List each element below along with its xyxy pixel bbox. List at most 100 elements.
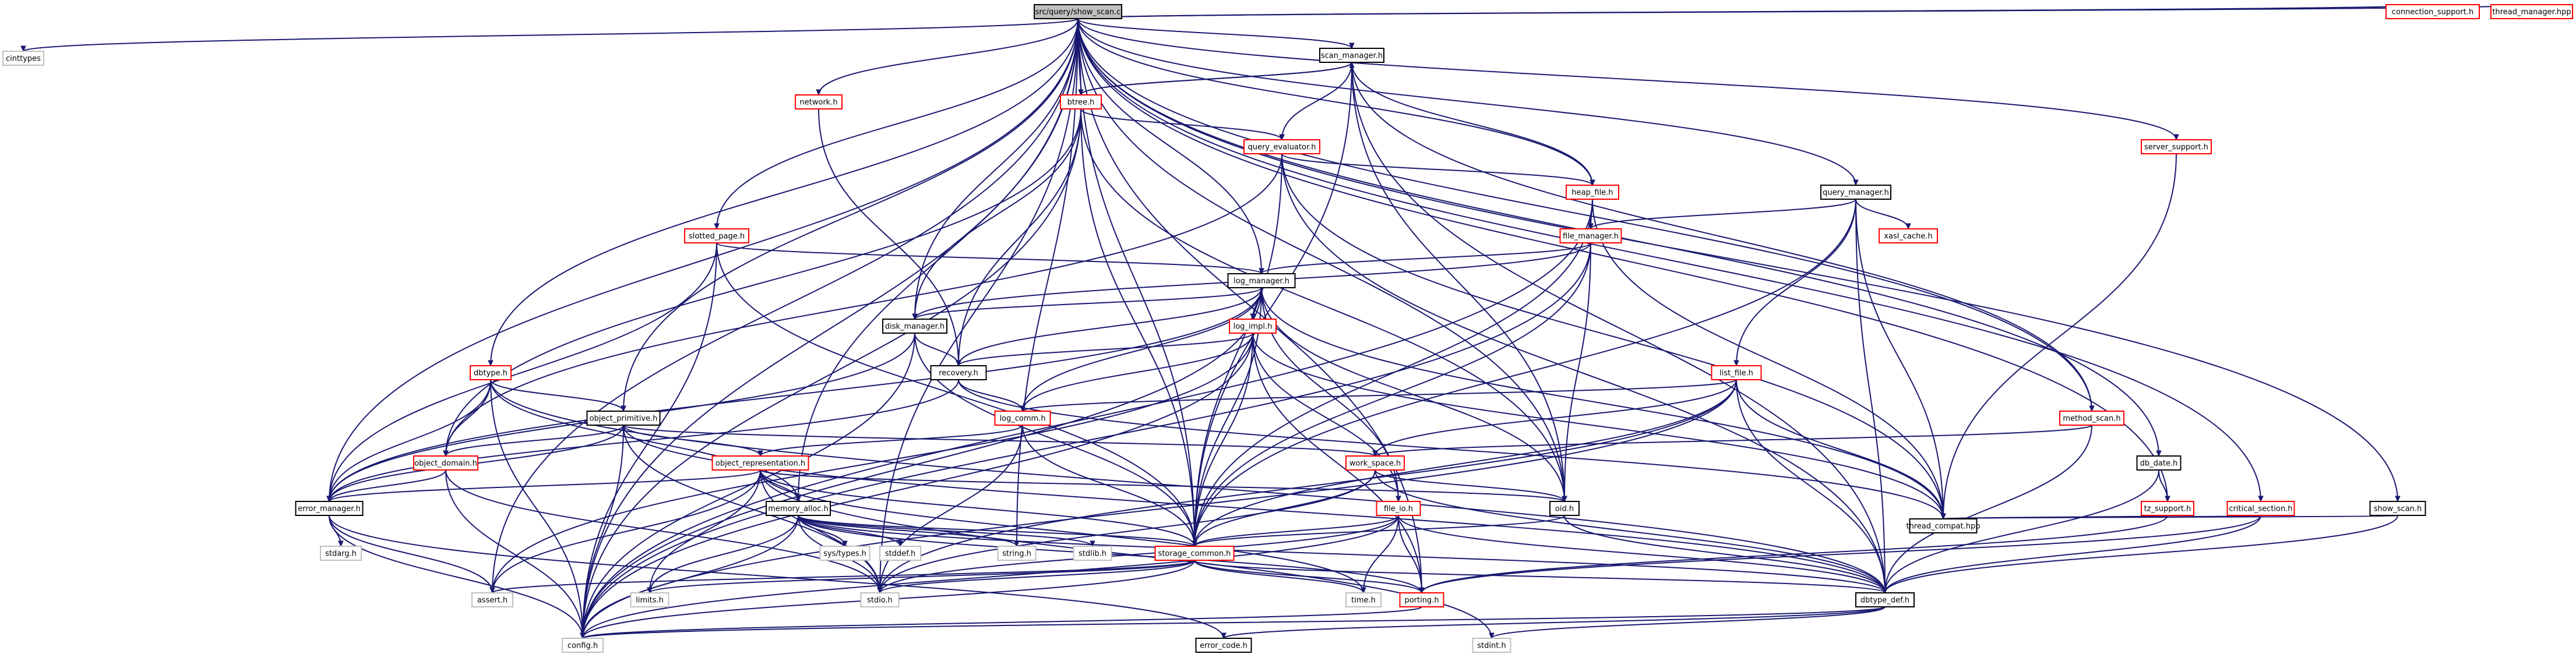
node-slotted-page[interactable]: slotted_page.h: [684, 228, 749, 243]
edge-layer: [20, 3, 2535, 639]
node-dbtype-def[interactable]: dbtype_def.h: [1855, 592, 1915, 607]
node-stdarg[interactable]: stdarg.h: [320, 546, 362, 561]
edge-slotted_page-to-error_manager: [329, 242, 717, 502]
node-config[interactable]: config.h: [562, 638, 604, 653]
node-network[interactable]: network.h: [795, 94, 843, 109]
edge-root-to-scan_manager: [1077, 18, 1352, 49]
edge-query_evaluator-to-thread_compat: [1281, 153, 1944, 519]
edge-object_representation-to-assert: [492, 469, 761, 593]
node-query-evaluator[interactable]: query_evaluator.h: [1243, 139, 1320, 154]
node-connection-support[interactable]: connection_support.h: [2385, 4, 2480, 19]
node-server-support[interactable]: server_support.h: [2141, 139, 2212, 154]
node-critical-section[interactable]: critical_section.h: [2226, 501, 2295, 516]
node-limits[interactable]: limits.h: [630, 592, 669, 607]
node-thread-manager[interactable]: thread_manager.hpp: [2490, 4, 2573, 19]
node-root[interactable]: src/query/show_scan.c: [1034, 4, 1122, 19]
node-log-impl[interactable]: log_impl.h: [1229, 319, 1277, 334]
node-box: [711, 455, 809, 471]
arrowhead-btree-to-scan_manager: [1349, 61, 1355, 68]
arrowhead-error_manager-to-stdarg: [338, 540, 344, 547]
node-memory-alloc[interactable]: memory_alloc.h: [766, 501, 831, 516]
node-label: assert.h: [477, 596, 508, 605]
edge-object_domain-to-error_manager: [329, 469, 446, 502]
node-label: method_scan.h: [2063, 415, 2120, 423]
node-label: oid.h: [1555, 505, 1574, 514]
node-file-manager[interactable]: file_manager.h: [1559, 228, 1622, 243]
edge-storage_common-to-dbtype_def: [1194, 560, 1886, 593]
arrowhead-list_file-to-log_comm: [1020, 405, 1026, 412]
node-dbtype[interactable]: dbtype.h: [470, 365, 512, 380]
node-error-manager[interactable]: error_manager.h: [295, 501, 364, 516]
node-label: error_manager.h: [298, 505, 361, 514]
node-heap-file[interactable]: heap_file.h: [1566, 185, 1619, 200]
edge-root-to-network: [818, 18, 1079, 96]
node-porting[interactable]: porting.h: [1399, 592, 1444, 607]
edge-file_manager-to-config: [582, 242, 1591, 639]
node-log-comm[interactable]: log_comm.h: [994, 411, 1051, 426]
node-btree[interactable]: btree.h: [1060, 94, 1102, 109]
node-method-scan[interactable]: method_scan.h: [2059, 411, 2124, 426]
node-label: recovery.h: [939, 369, 978, 378]
edge-heap_file-to-thread_compat: [1592, 199, 1944, 519]
edge-root-to-dbtype: [490, 18, 1079, 366]
edge-error_manager-to-assert: [329, 515, 493, 593]
node-assert[interactable]: assert.h: [471, 592, 513, 607]
node-label: dbtype_def.h: [1860, 596, 1909, 605]
node-recovery[interactable]: recovery.h: [930, 365, 987, 380]
node-tz-support[interactable]: tz_support.h: [2141, 501, 2194, 516]
node-string[interactable]: string.h: [997, 546, 1037, 561]
node-scan-manager[interactable]: scan_manager.h: [1319, 48, 1384, 63]
node-cinttypes[interactable]: cinttypes: [2, 51, 44, 66]
node-oid[interactable]: oid.h: [1549, 501, 1580, 516]
node-label: thread_manager.hpp: [2492, 8, 2571, 17]
node-box: [1229, 319, 1277, 334]
node-work-space[interactable]: work_space.h: [1345, 455, 1405, 471]
node-thread-compat[interactable]: thread_compat.hpp: [1906, 518, 1981, 533]
node-object-primitive[interactable]: object_primitive.h: [586, 411, 661, 426]
node-object-representation[interactable]: object_representation.h: [711, 455, 809, 471]
node-box: [2369, 501, 2426, 516]
edge-list_file-to-thread_compat: [1736, 379, 1944, 519]
node-stdio[interactable]: stdio.h: [860, 592, 900, 607]
node-time[interactable]: time.h: [1345, 592, 1382, 607]
node-disk-manager[interactable]: disk_manager.h: [882, 319, 947, 334]
node-stddef[interactable]: stddef.h: [879, 546, 921, 561]
node-list-file[interactable]: list_file.h: [1711, 365, 1762, 380]
node-sys-types[interactable]: sys/types.h: [819, 546, 871, 561]
edge-query_manager-to-storage_common: [1194, 199, 1856, 547]
node-log-manager[interactable]: log_manager.h: [1227, 273, 1296, 288]
node-box: [586, 411, 661, 426]
edge-memory_alloc-to-dbtype_def: [798, 515, 1886, 593]
edge-critical_section-to-dbtype_def: [1884, 515, 2261, 593]
node-label: list_file.h: [1719, 369, 1753, 378]
node-show-scan[interactable]: show_scan.h: [2369, 501, 2426, 516]
node-object-domain[interactable]: object_domain.h: [413, 455, 478, 471]
node-file-io[interactable]: file_io.h: [1376, 501, 1421, 516]
node-box: [882, 319, 947, 334]
node-box: [470, 365, 512, 380]
node-label: time.h: [1351, 596, 1376, 605]
node-storage-common[interactable]: storage_common.h: [1154, 546, 1235, 561]
node-stdint[interactable]: stdint.h: [1472, 638, 1511, 653]
edge-list_file-to-log_comm: [1022, 379, 1737, 412]
arrowhead-log_comm-to-object_representation: [757, 450, 763, 457]
arrowhead-object_representation-to-memory_alloc: [795, 496, 801, 503]
node-db-date[interactable]: db_date.h: [2136, 455, 2182, 471]
arrowhead-query_evaluator-to-heap_file: [1590, 179, 1595, 186]
node-xasl-cache[interactable]: xasl_cache.h: [1879, 228, 1938, 243]
edge-btree-to-storage_common: [1080, 108, 1195, 547]
node-error-code[interactable]: error_code.h: [1195, 638, 1252, 653]
edge-file_manager-to-oid: [1564, 242, 1591, 502]
node-stdlib[interactable]: stdlib.h: [1073, 546, 1112, 561]
edge-btree-to-query_evaluator: [1080, 108, 1282, 140]
edge-error_manager-to-error_code: [329, 515, 1224, 639]
edge-object_representation-to-stdio: [760, 469, 880, 593]
edge-recovery-to-thread_compat: [958, 379, 1944, 519]
arrowhead-query_manager-to-list_file: [1733, 360, 1739, 367]
node-box: [320, 546, 362, 561]
node-query-manager[interactable]: query_manager.h: [1820, 185, 1891, 200]
node-box: [1227, 273, 1296, 288]
arrowhead-root-to-critical_section: [2258, 496, 2264, 503]
edge-object_representation-to-storage_common: [760, 469, 1195, 547]
edge-tz_support-to-porting: [1421, 515, 2168, 593]
